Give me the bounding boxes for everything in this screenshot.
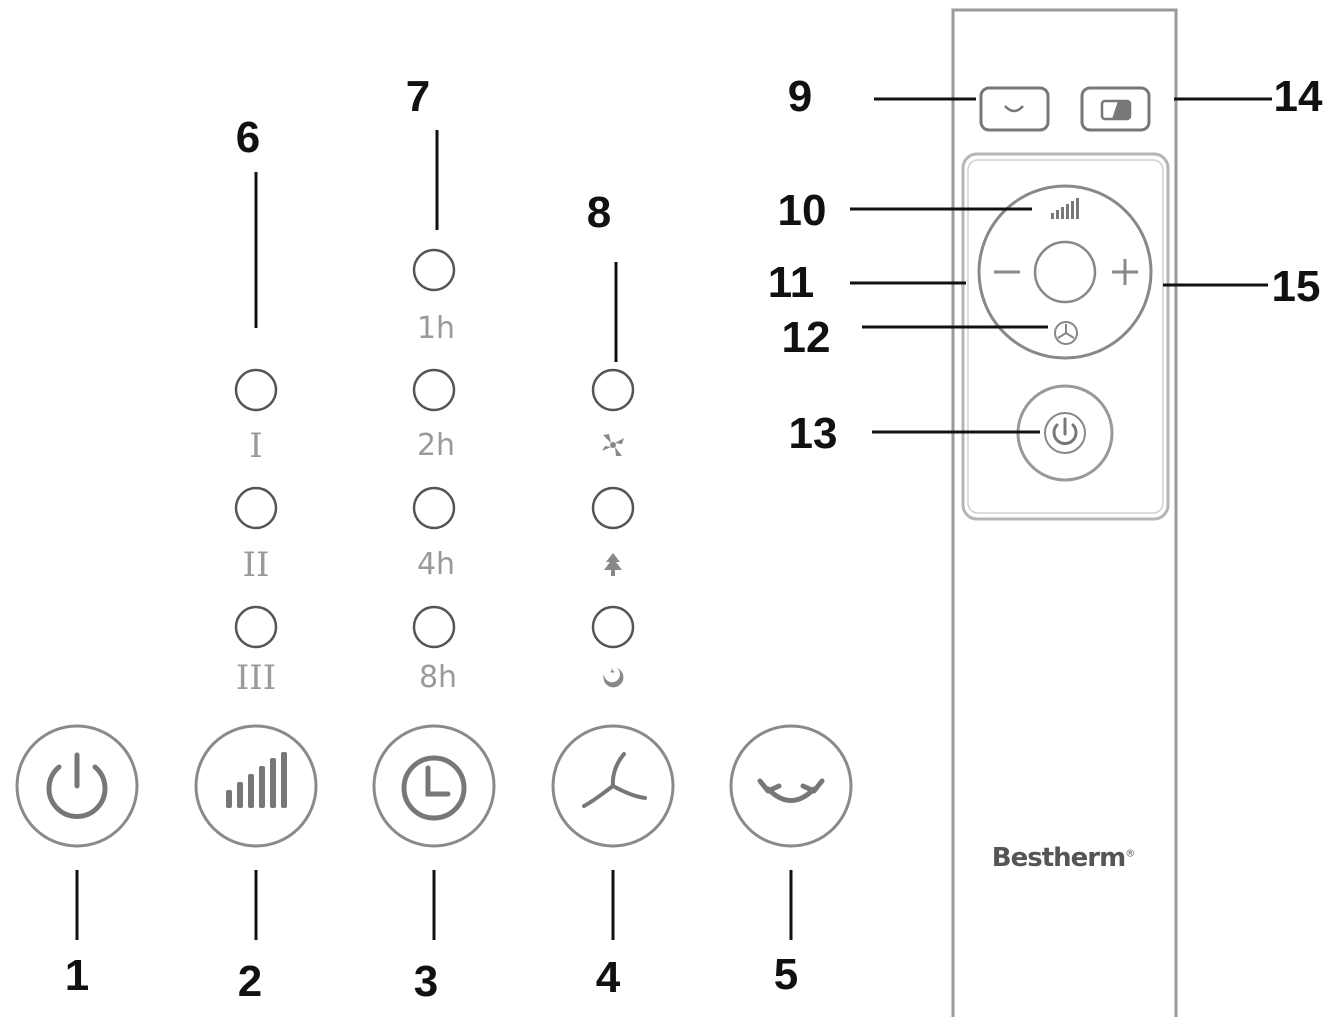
timer-icon [401, 755, 467, 821]
led-mode-sleep [591, 605, 635, 649]
brand-registered-mark: ® [1125, 848, 1135, 860]
led-timer-8h [412, 605, 456, 649]
speed-label-2: II [242, 545, 270, 585]
callout-4: 4 [595, 953, 621, 1002]
timer-label-1h: 1h [416, 311, 456, 346]
panel-leader-lines [75, 130, 793, 940]
timer-label-2h: 2h [416, 428, 456, 463]
timer-label-8h: 8h [418, 660, 458, 695]
led-speed-3 [234, 605, 278, 649]
natural-wind-icon [604, 553, 622, 576]
fan-speed-button[interactable] [194, 724, 318, 848]
callout-8: 8 [586, 188, 612, 237]
remote-leader-lines [850, 97, 1272, 434]
oscillation-icon [757, 778, 825, 803]
callout-9: 9 [787, 72, 813, 121]
speed-label-1: I [249, 426, 263, 466]
callout-13: 13 [788, 409, 838, 458]
remote-mode-fan-icon[interactable] [1054, 321, 1078, 345]
remote-power-icon [1052, 417, 1078, 445]
callout-7: 7 [405, 72, 431, 121]
callout-1: 1 [64, 951, 90, 1000]
sleep-mode-icon [603, 668, 624, 688]
led-mode-fan [591, 368, 635, 412]
brand-logo: Bestherm® [991, 843, 1135, 873]
speed-label-3: III [235, 658, 277, 698]
remote-oscillation-icon [1004, 105, 1024, 113]
fan-speed-icon [226, 752, 287, 808]
remote-button-frame [961, 152, 1170, 521]
led-speed-1 [234, 368, 278, 412]
callout-14: 14 [1273, 72, 1323, 121]
indicator-leds [234, 248, 635, 649]
panel-button-rings [15, 724, 853, 848]
led-timer-2h [412, 368, 456, 412]
remote-oscillation-button[interactable] [979, 86, 1050, 132]
callout-11: 11 [767, 258, 815, 307]
timer-label-4h: 4h [416, 547, 456, 582]
brand-name: Bestherm [991, 843, 1126, 873]
led-timer-4h [412, 486, 456, 530]
callout-5: 5 [773, 950, 799, 999]
fan-mode-icon [602, 434, 624, 456]
callout-15: 15 [1271, 262, 1321, 311]
led-speed-2 [234, 486, 278, 530]
remote-fan-speed-icon[interactable] [1051, 198, 1079, 219]
callout-12: 12 [781, 313, 831, 362]
remote-control [951, 8, 1178, 1017]
callout-6: 6 [235, 113, 261, 162]
callout-2: 2 [237, 957, 263, 1006]
mode-fan-icon [582, 752, 647, 808]
remote-center-button[interactable] [1033, 240, 1097, 304]
power-icon [46, 752, 108, 819]
led-timer-1h [412, 248, 456, 292]
remote-display-icon [1100, 99, 1132, 121]
callout-10: 10 [777, 186, 827, 235]
led-mode-natural [591, 486, 635, 530]
oscillation-button[interactable] [729, 724, 853, 848]
timer-button[interactable] [372, 724, 496, 848]
remote-plus-icon[interactable] [1112, 259, 1138, 285]
callout-3: 3 [413, 957, 439, 1006]
